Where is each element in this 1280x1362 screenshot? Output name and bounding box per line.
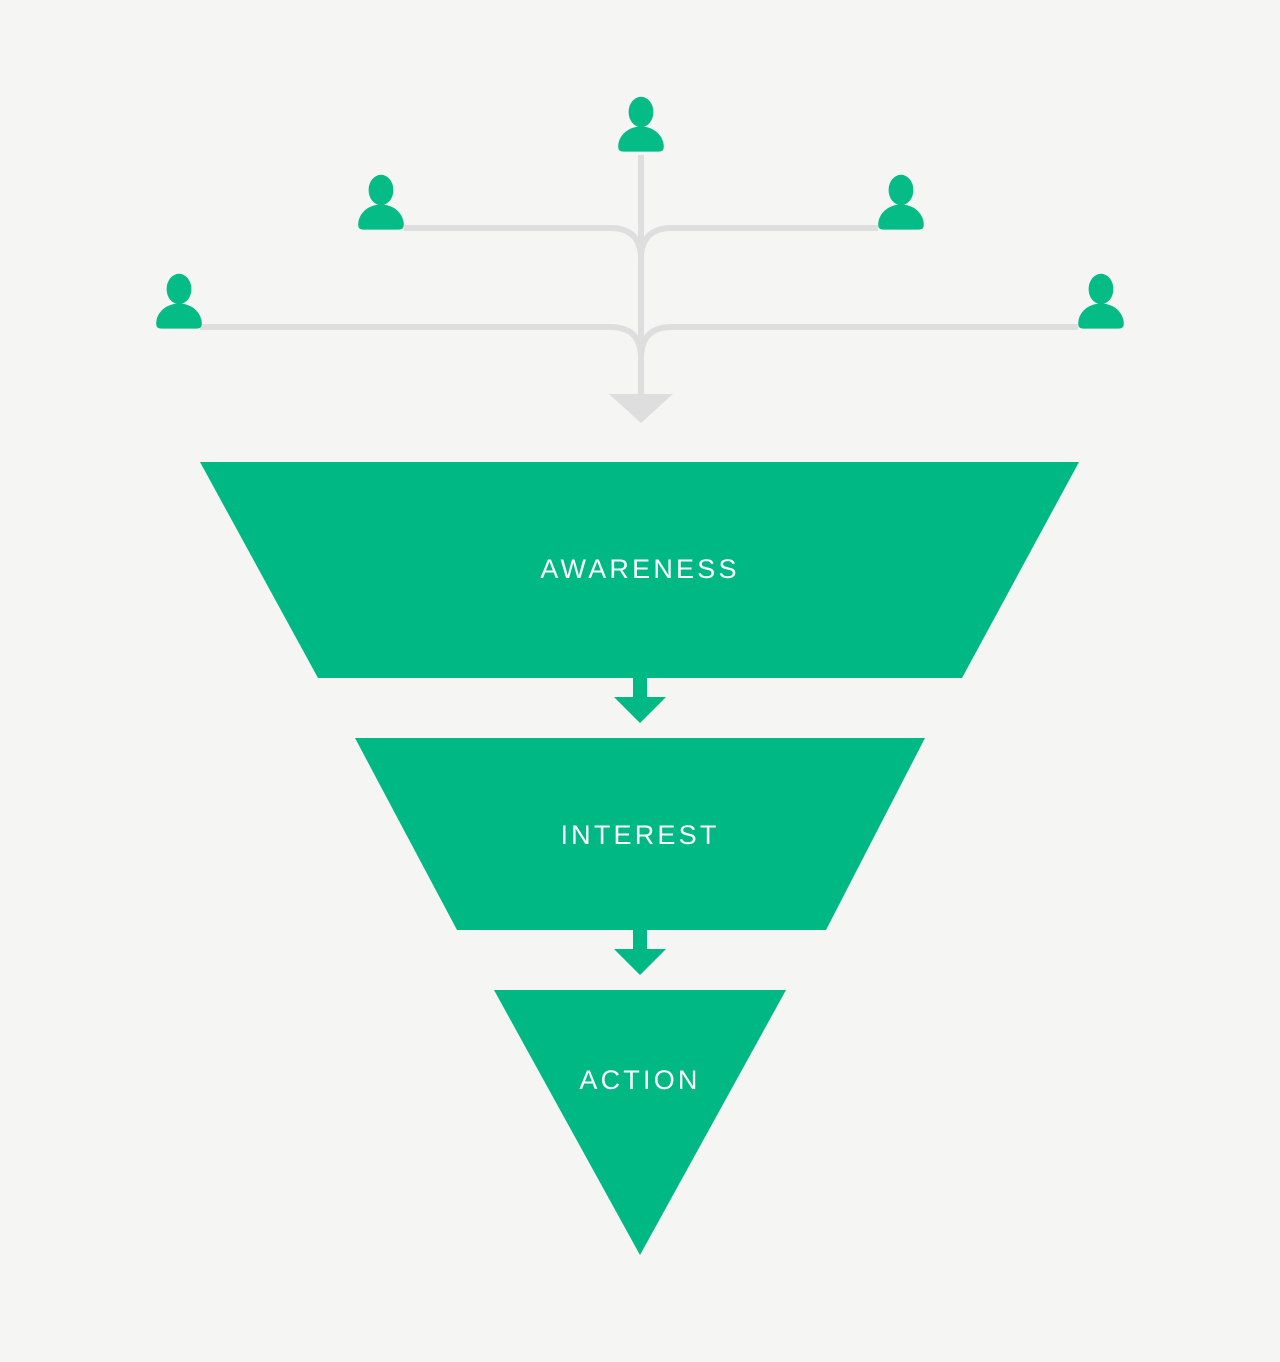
funnel-stage-interest[interactable]: INTEREST [355,738,925,930]
awareness-shape [200,462,1079,678]
interest-shape [355,738,925,930]
funnel-inflow-arrow [609,394,673,423]
action-label: ACTION [579,1065,700,1095]
funnel-stage-awareness[interactable]: AWARENESS [200,462,1079,678]
awareness-label: AWARENESS [540,554,739,584]
action-shape [494,990,786,1255]
connector-arrowhead-2 [614,949,666,975]
funnel-stage-action[interactable]: ACTION [494,990,786,1255]
audience-connector-network [200,155,1078,395]
branch-line-bottom-right [638,324,1078,359]
interest-label: INTEREST [560,820,719,850]
connector-arrowhead-1 [614,697,666,723]
connector-interest-action [614,930,666,975]
connector-awareness-interest [614,678,666,723]
branch-line-mid-right [638,225,878,260]
